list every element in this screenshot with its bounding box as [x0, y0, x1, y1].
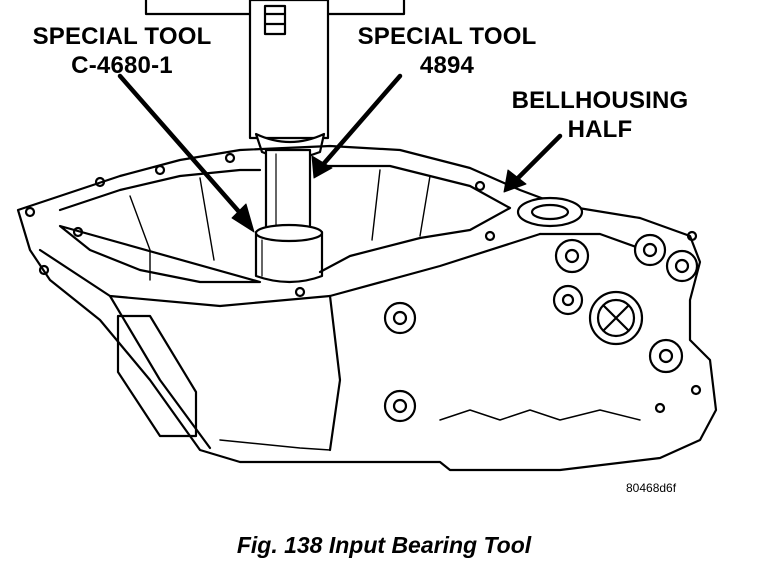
figure-caption: Fig. 138 Input Bearing Tool	[236, 532, 532, 558]
special-tool-4894-part-number: 4894	[419, 52, 475, 79]
special-tool-c-4680-1-installer	[254, 223, 324, 284]
bellhousing-half-housing	[16, 144, 718, 472]
arrowhead-c-4680-1	[231, 203, 255, 233]
special-tool-4894-label: SPECIAL TOOL 4894	[335, 22, 559, 80]
leader-arrows	[117, 73, 563, 225]
arrowhead-4894	[311, 155, 333, 179]
special-tool-4894-title: SPECIAL TOOL	[357, 23, 537, 50]
special-tool-c-4680-1-title: SPECIAL TOOL	[32, 23, 212, 50]
leader-arrow-4894	[317, 73, 403, 171]
bellhousing-label-line-1: BELLHOUSING	[511, 87, 689, 114]
special-tool-4894-shaft	[248, 0, 330, 236]
special-tool-c-4680-1-label: SPECIAL TOOL C-4680-1	[14, 22, 230, 80]
leader-arrow-c-4680-1	[117, 73, 251, 225]
bellhousing-half-label: BELLHOUSING HALF	[492, 86, 708, 144]
special-tool-c-4680-1-part-number: C-4680-1	[71, 52, 173, 79]
leader-arrow-bellhousing	[509, 133, 563, 187]
image-reference-code: 80468d6f	[626, 481, 677, 495]
bellhousing-label-line-2: HALF	[567, 116, 633, 143]
arrowheads	[231, 155, 527, 233]
arrowhead-bellhousing	[503, 169, 527, 193]
